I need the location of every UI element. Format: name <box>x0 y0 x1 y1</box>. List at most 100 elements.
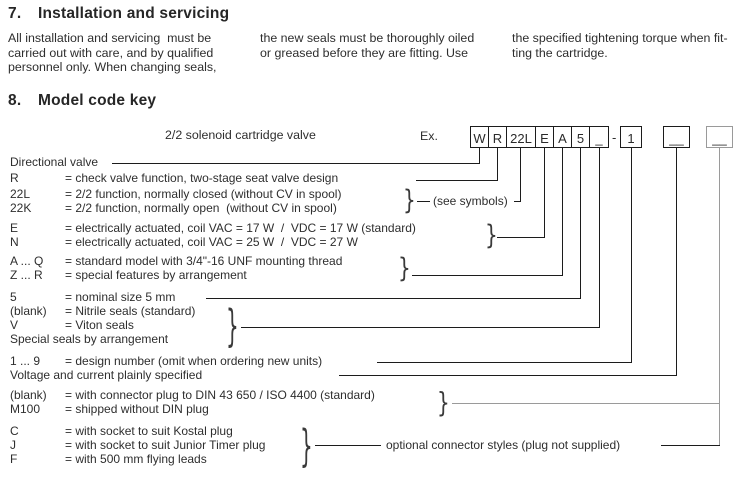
key-code: C <box>10 424 19 438</box>
key-desc: = with socket to suit Junior Timer plug <box>65 438 266 452</box>
section8-number: 8. <box>8 92 22 109</box>
connector-line-22l <box>520 147 521 202</box>
hline-r <box>416 180 498 181</box>
section7-title: Installation and servicing <box>38 5 230 22</box>
connector-line-r <box>497 147 498 181</box>
key-code: (blank) <box>10 304 47 318</box>
key-row-voltage: Voltage and current plainly specified <box>10 369 202 382</box>
key-row-c: C = with socket to suit Kostal plug <box>10 425 233 438</box>
key-row-e: E = electrically actuated, coil VAC = 17 … <box>10 222 416 235</box>
connector-line-seal <box>599 147 600 328</box>
key-row-nitrile: (blank) = Nitrile seals (standard) <box>10 305 195 318</box>
key-desc: = shipped without DIN plug <box>65 402 209 416</box>
key-desc: = design number (omit when ordering new … <box>65 354 323 368</box>
brace-e-n: } <box>485 218 498 251</box>
key-code: A ... Q <box>10 254 44 268</box>
code-box-w: W <box>470 126 489 148</box>
key-row-n: N = electrically actuated, coil VAC = 25 … <box>10 236 358 249</box>
section7-number: 7. <box>8 5 22 22</box>
key-row-5: 5= nominal size 5 mm <box>10 291 175 304</box>
code-box-a: A <box>553 126 572 148</box>
key-row-m100: M100 = shipped without DIN plug <box>10 403 209 416</box>
key-row-directional: Directional valve <box>10 156 98 169</box>
key-code: N <box>10 235 19 249</box>
key-code: J <box>10 438 16 452</box>
code-box-5: 5 <box>571 126 590 148</box>
code-box-connector: __ <box>706 126 733 148</box>
code-box-e: E <box>535 126 554 148</box>
brace-aq-zr: } <box>398 251 411 284</box>
key-code: M100 <box>10 402 41 416</box>
key-desc: = Nitrile seals (standard) <box>65 304 196 318</box>
key-row-22l: 22L = 2/2 function, normally closed (with… <box>10 188 341 201</box>
key-code: E <box>10 221 19 235</box>
connector-line-voltage <box>676 147 677 376</box>
code-box-seal: _ <box>589 126 609 148</box>
key-row-r: R = check valve function, two-stage seat … <box>10 172 338 185</box>
key-row-j: J = with socket to suit Junior Timer plug <box>10 439 265 452</box>
key-code: (blank) <box>10 388 47 402</box>
key-desc: = with 500 mm flying leads <box>65 452 207 466</box>
key-code: 5 <box>10 290 17 304</box>
key-row-din-plug: (blank) = with connector plug to DIN 43 6… <box>10 389 375 402</box>
key-code: R <box>10 171 19 185</box>
hline-voltage <box>339 375 677 376</box>
key-desc: = standard model with 3/4"-16 UNF mounti… <box>65 254 343 268</box>
optional-connector-note: optional connector styles (plug not supp… <box>386 438 621 452</box>
section8-heading: 8. Model code key <box>8 92 156 110</box>
hline-aq <box>412 275 563 276</box>
key-desc: = check valve function, two-stage seat v… <box>65 171 339 185</box>
key-row-aq: A ... Q = standard model with 3/4"-16 UNF… <box>10 255 342 268</box>
connector-line-design <box>631 147 632 363</box>
connector-line-plug <box>719 147 720 446</box>
hline-connector-right <box>661 445 720 446</box>
brace-22l-22k: } <box>403 183 416 216</box>
connector-line-e <box>544 147 545 238</box>
key-code: F <box>10 452 18 466</box>
key-desc: Voltage and current plainly specified <box>10 368 203 382</box>
key-desc: = with socket to suit Kostal plug <box>65 424 233 438</box>
section8-title: Model code key <box>38 92 157 109</box>
key-row-viton: V= Viton seals <box>10 319 134 332</box>
hline-directional <box>112 163 480 164</box>
key-desc: = electrically actuated, coil VAC = 17 W… <box>65 221 416 235</box>
hline-din <box>452 403 720 404</box>
key-row-f: F = with 500 mm flying leads <box>10 453 207 466</box>
key-code: 22L <box>10 187 31 201</box>
code-box-voltage: __ <box>663 126 690 148</box>
section7-col1: All installation and servicing must be c… <box>8 31 217 75</box>
section7-col3: the specified tightening torque when fit… <box>512 31 728 60</box>
example-label: Ex. <box>420 129 438 143</box>
brace-seals: } <box>226 298 239 352</box>
hline-design <box>377 362 632 363</box>
key-row-design-number: 1 ... 9= design number (omit when orderi… <box>10 355 322 368</box>
key-row-special-seals: Special seals by arrangement <box>10 333 168 346</box>
key-desc: = 2/2 function, normally closed (without… <box>65 187 342 201</box>
section7-col2: the new seals must be thoroughly oiled o… <box>260 31 475 60</box>
key-desc: Directional valve <box>10 155 99 169</box>
key-code: 22K <box>10 201 32 215</box>
key-row-22k: 22K = 2/2 function, normally open (withou… <box>10 202 337 215</box>
code-dash: - <box>612 130 617 145</box>
connector-line-a <box>562 147 563 276</box>
brace-din: } <box>437 385 450 419</box>
hline-en <box>497 237 545 238</box>
key-desc: = Viton seals <box>65 318 134 332</box>
see-symbols-note: (see symbols) <box>433 194 508 208</box>
code-box-design: 1 <box>620 126 642 148</box>
key-desc: = special features by arrangement <box>65 268 247 282</box>
key-desc: = 2/2 function, normally open (without C… <box>65 201 337 215</box>
key-row-zr: Z ... R= special features by arrangement <box>10 269 247 282</box>
hline-symbols-right <box>514 201 521 202</box>
hline-seals <box>241 327 600 328</box>
code-box-r: R <box>488 126 507 148</box>
section7-heading: 7. Installation and servicing <box>8 5 229 23</box>
key-desc: = with connector plug to DIN 43 650 / IS… <box>65 388 375 402</box>
code-box-22l: 22L <box>506 126 536 148</box>
key-desc: Special seals by arrangement <box>10 332 169 346</box>
connector-line-5 <box>580 147 581 299</box>
hline-size5 <box>206 298 581 299</box>
key-desc: = electrically actuated, coil VAC = 25 W… <box>65 235 358 249</box>
brace-cjf: } <box>300 418 313 472</box>
product-label: 2/2 solenoid cartridge valve <box>165 128 316 142</box>
